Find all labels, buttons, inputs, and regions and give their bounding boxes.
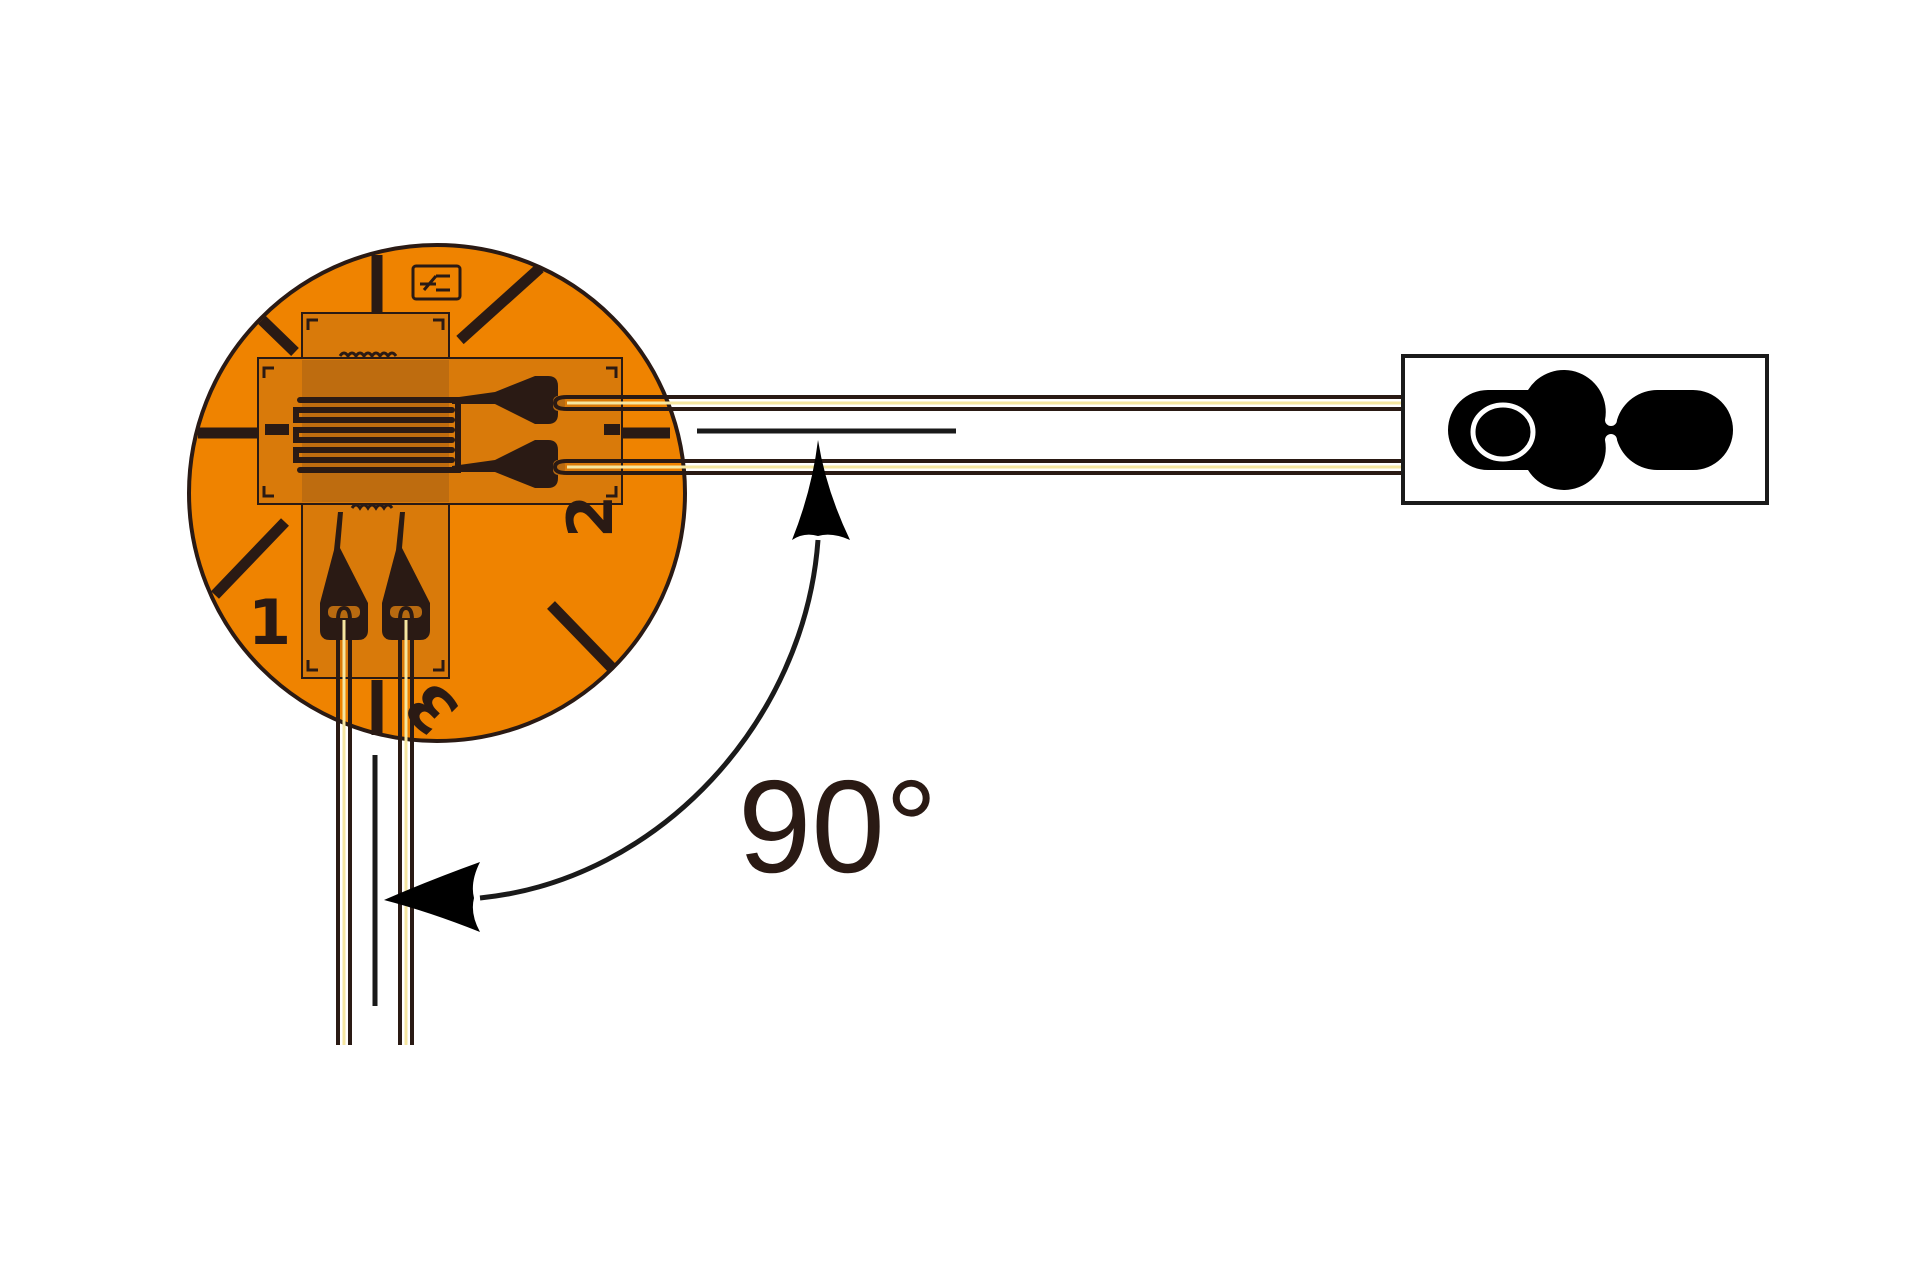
manufacturer-logo [411, 264, 462, 301]
gauge-number-2: 2 [554, 495, 627, 538]
terminal-strip [1401, 354, 1769, 505]
solder-ring [1470, 402, 1536, 462]
grid-end-loops-top [338, 351, 398, 359]
vertical-lead-tabs [320, 512, 430, 640]
arrowhead-left [384, 862, 480, 932]
horizontal-lead-wires [552, 395, 1465, 475]
arrowhead-up [792, 440, 850, 540]
orientation-marks [198, 255, 670, 735]
angle-arrow [384, 440, 850, 932]
vertical-lead-wires [336, 605, 414, 1045]
gauge-number-1: 1 [248, 586, 291, 659]
angle-label: 90° [738, 753, 938, 900]
